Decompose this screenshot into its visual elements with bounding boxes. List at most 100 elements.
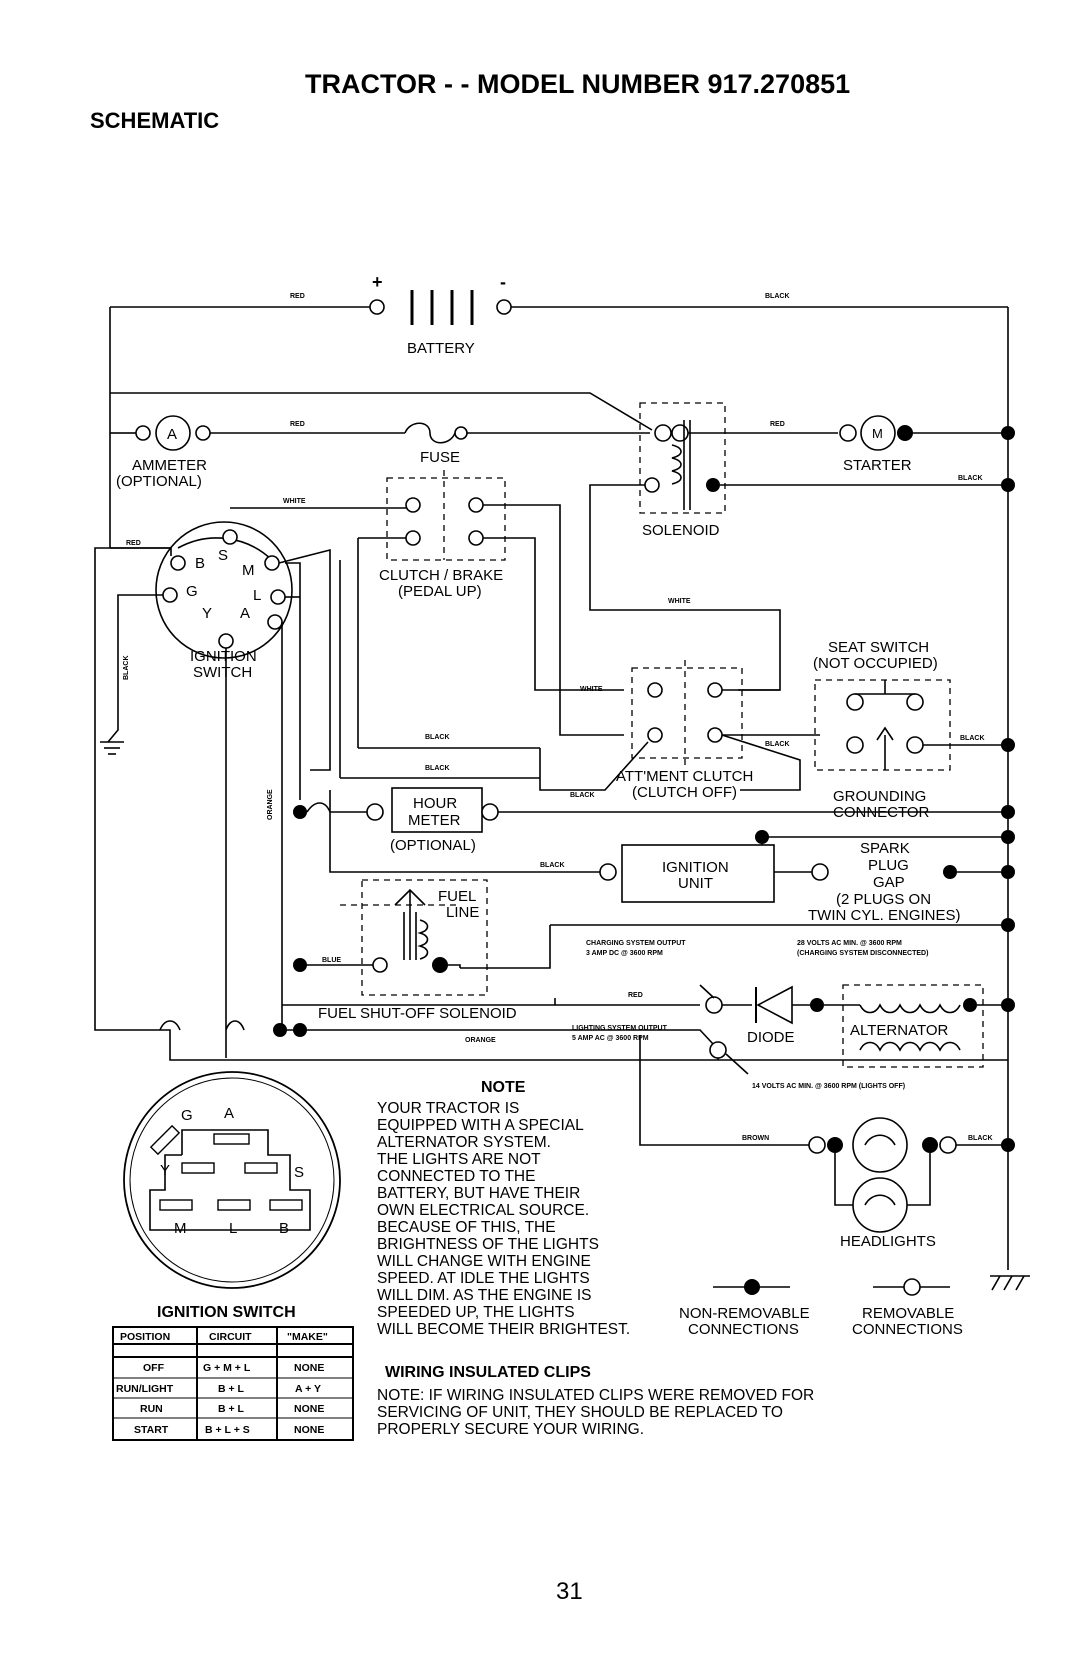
- starter: M STARTER: [839, 415, 1008, 474]
- hour-meter-optional: (OPTIONAL): [390, 837, 476, 854]
- th-make: "MAKE": [287, 1331, 328, 1343]
- wire-label-red-4: RED: [126, 540, 141, 547]
- cell-r3c2: NONE: [294, 1424, 324, 1436]
- face-s: S: [294, 1164, 304, 1181]
- alternator: ALTERNATOR: [842, 984, 984, 1068]
- wire-label-blue: BLUE: [322, 957, 341, 964]
- wire-label-black-6: BLACK: [570, 792, 595, 799]
- legend-removable-2: CONNECTIONS: [852, 1321, 963, 1338]
- note-line: ALTERNATOR SYSTEM.: [377, 1134, 551, 1151]
- terminal-s: S: [218, 547, 228, 564]
- wire-label-red-5: RED: [628, 992, 643, 999]
- connection-legend: NON-REMOVABLE CONNECTIONS REMOVABLE CONN…: [679, 1278, 963, 1338]
- wire-label-white-3: WHITE: [580, 686, 603, 693]
- face-y: Y: [160, 1162, 170, 1179]
- volts28-spec-1: 28 VOLTS AC MIN. @ 3600 RPM: [797, 940, 902, 947]
- lighting-spec-1: LIGHTING SYSTEM OUTPUT: [572, 1025, 668, 1032]
- note-line: WILL CHANGE WITH ENGINE: [377, 1253, 591, 1270]
- wire-label-black-4: BLACK: [425, 734, 450, 741]
- section-title: SCHEMATIC: [90, 108, 219, 133]
- cell-r3c1: B + L + S: [205, 1424, 250, 1436]
- cell-r2c0: RUN: [140, 1403, 163, 1415]
- lighting-spec-2: 5 AMP AC @ 3600 RPM: [572, 1035, 649, 1042]
- pedal-up-label: (PEDAL UP): [398, 583, 482, 600]
- rail-connection: [1001, 865, 1015, 879]
- non-removable-dot: [744, 1279, 760, 1295]
- wire-label-black-2: BLACK: [958, 475, 983, 482]
- fuse-label: FUSE: [420, 449, 460, 466]
- cell-r0c0: OFF: [143, 1362, 165, 1374]
- cell-r2c2: NONE: [294, 1403, 324, 1415]
- junction: [810, 998, 824, 1012]
- terminal-g: G: [186, 583, 198, 600]
- clutch-brake-switch: CLUTCH / BRAKE (PEDAL UP): [379, 470, 506, 600]
- hour-meter-label-2: METER: [408, 812, 461, 829]
- terminal-b: B: [195, 555, 205, 572]
- ignition-switch-table: IGNITION SWITCH POSITION CIRCUIT "MAKE" …: [112, 1304, 354, 1441]
- battery-label: BATTERY: [407, 340, 475, 357]
- terminal-y: Y: [202, 605, 212, 622]
- face-b: B: [279, 1220, 289, 1237]
- rail-connection: [1001, 805, 1015, 819]
- note-line: WILL DIM. AS THE ENGINE IS: [377, 1287, 591, 1304]
- hour-meter-label-1: HOUR: [413, 795, 457, 812]
- battery: + - BATTERY: [110, 272, 1008, 357]
- starter-label: STARTER: [843, 457, 912, 474]
- hour-meter: HOUR METER (OPTIONAL): [293, 787, 1008, 854]
- terminal-a: A: [240, 605, 250, 622]
- starter-symbol: M: [872, 426, 883, 441]
- note-block: NOTE YOUR TRACTOR IS EQUIPPED WITH A SPE…: [377, 1079, 630, 1338]
- headlights-label: HEADLIGHTS: [840, 1233, 936, 1250]
- junction: [293, 1023, 307, 1037]
- note-line: BATTERY, BUT HAVE THEIR: [377, 1185, 580, 1202]
- note-line: CONNECTED TO THE: [377, 1168, 535, 1185]
- face-m: M: [174, 1220, 187, 1237]
- plus-sign: +: [372, 272, 383, 292]
- cell-r0c1: G + M + L: [203, 1362, 251, 1374]
- clips-line: SERVICING OF UNIT, THEY SHOULD BE REPLAC…: [377, 1404, 783, 1421]
- th-circuit: CIRCUIT: [209, 1331, 252, 1343]
- spark-label-3: GAP: [873, 874, 905, 891]
- clips-heading: WIRING INSULATED CLIPS: [385, 1364, 591, 1381]
- note-line: BRIGHTNESS OF THE LIGHTS: [377, 1236, 599, 1253]
- wire-label-white: WHITE: [668, 598, 691, 605]
- not-occupied-label: (NOT OCCUPIED): [813, 655, 938, 672]
- volts14-spec: 14 VOLTS AC MIN. @ 3600 RPM (LIGHTS OFF): [752, 1083, 905, 1090]
- fuel-line-label-2: LINE: [446, 904, 479, 921]
- wire-label-white-2: WHITE: [283, 498, 306, 505]
- ammeter: A AMMETER (OPTIONAL): [109, 393, 405, 548]
- wire-label-orange-2: ORANGE: [465, 1037, 496, 1044]
- spark-label-4: (2 PLUGS ON: [836, 891, 931, 908]
- ignition-switch-label-2: SWITCH: [193, 664, 252, 681]
- wire-label-black-9: BLACK: [540, 862, 565, 869]
- cell-r1c2: A + Y: [295, 1383, 321, 1395]
- ammeter-symbol: A: [167, 426, 177, 443]
- cell-r2c1: B + L: [218, 1403, 245, 1415]
- rail-connection: [1001, 478, 1015, 492]
- ammeter-optional: (OPTIONAL): [116, 473, 202, 490]
- face-a: A: [224, 1105, 234, 1122]
- face-g: G: [181, 1107, 193, 1124]
- rail-connection: [1001, 998, 1015, 1012]
- fuse: FUSE: [404, 422, 650, 466]
- headlights: BROWN BLACK HEADLIGHTS: [639, 1035, 1008, 1250]
- page-title: TRACTOR - - MODEL NUMBER 917.270851: [305, 69, 850, 99]
- ammeter-label: AMMETER: [132, 457, 207, 474]
- th-position: POSITION: [120, 1331, 170, 1343]
- volts28-spec-2: (CHARGING SYSTEM DISCONNECTED): [797, 950, 928, 957]
- diode: RED DIODE: [282, 984, 812, 1046]
- rail-connection: [1001, 738, 1015, 752]
- terminal-m: M: [242, 562, 255, 579]
- wire-label-black: BLACK: [765, 293, 790, 300]
- fuel-shutoff-solenoid: FUEL LINE FUEL SHUT-OFF SOLENOID: [318, 879, 517, 1022]
- ignition-unit: BLACK IGNITION UNIT: [329, 790, 1008, 903]
- spark-plug: SPARK PLUG GAP (2 PLUGS ON TWIN CYL. ENG…: [808, 840, 1008, 924]
- junction: [293, 958, 307, 972]
- ignition-switch-label-1: IGNITION: [190, 648, 257, 665]
- ignition-unit-label-2: UNIT: [678, 875, 713, 892]
- face-l: L: [229, 1220, 237, 1237]
- grounding-label-1: GROUNDING: [833, 788, 926, 805]
- solenoid-label: SOLENOID: [642, 522, 720, 539]
- solenoid: SOLENOID: [639, 402, 726, 539]
